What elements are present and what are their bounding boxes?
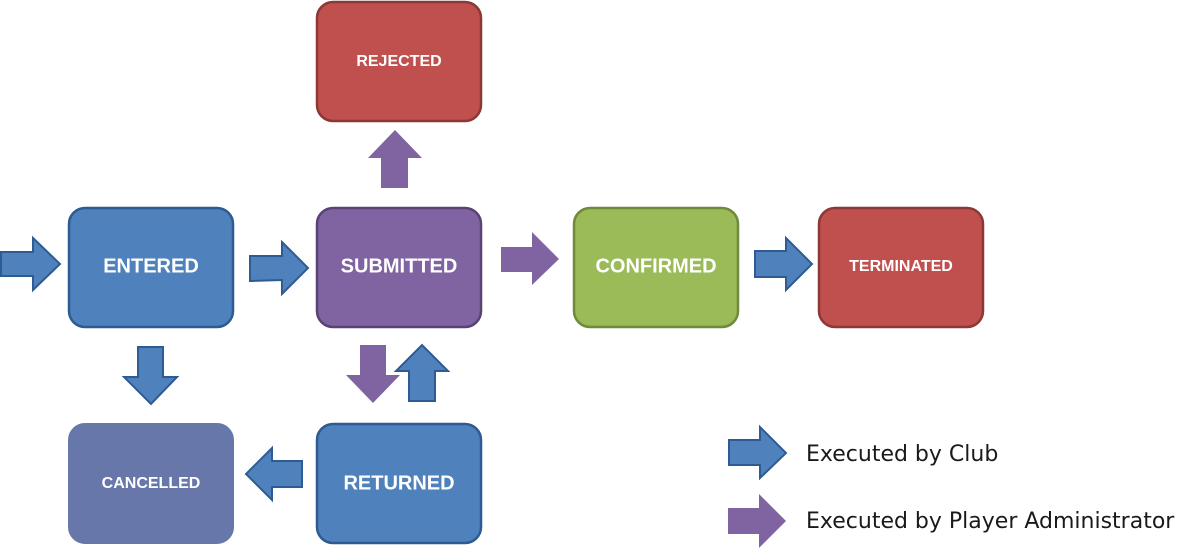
- arrow-down-icon: [121, 346, 180, 406]
- arrow-right-icon: [249, 239, 310, 297]
- arrow-up-icon: [368, 130, 422, 188]
- state-returned: RETURNED: [315, 422, 483, 545]
- arrow-right-icon: [754, 235, 814, 293]
- state-terminated-label: TERMINATED: [849, 258, 953, 275]
- state-submitted: SUBMITTED: [315, 206, 483, 329]
- state-terminated: TERMINATED: [817, 206, 985, 329]
- arrow-right-icon: [0, 235, 62, 293]
- legend-admin-arrow-icon: [728, 494, 786, 548]
- legend: Executed by Club Executed by Player Admi…: [728, 424, 1175, 548]
- state-returned-label: RETURNED: [343, 472, 454, 494]
- state-cancelled-label: CANCELLED: [102, 475, 201, 492]
- arrow-left-icon: [244, 445, 303, 503]
- state-cancelled: CANCELLED: [68, 423, 234, 544]
- arrow-right-icon: [501, 232, 559, 285]
- legend-club-arrow-icon: [728, 424, 788, 481]
- state-submitted-label: SUBMITTED: [341, 255, 458, 277]
- state-entered: ENTERED: [67, 206, 235, 329]
- state-confirmed-label: CONFIRMED: [595, 255, 716, 277]
- state-rejected-label: REJECTED: [356, 53, 441, 70]
- arrow-down-icon: [346, 345, 400, 403]
- legend-club-label: Executed by Club: [806, 442, 998, 467]
- state-entered-label: ENTERED: [103, 255, 199, 277]
- state-confirmed: CONFIRMED: [572, 206, 740, 329]
- legend-admin-label: Executed by Player Administrator: [806, 509, 1175, 534]
- arrow-up-icon: [393, 343, 451, 402]
- state-rejected: REJECTED: [315, 0, 483, 123]
